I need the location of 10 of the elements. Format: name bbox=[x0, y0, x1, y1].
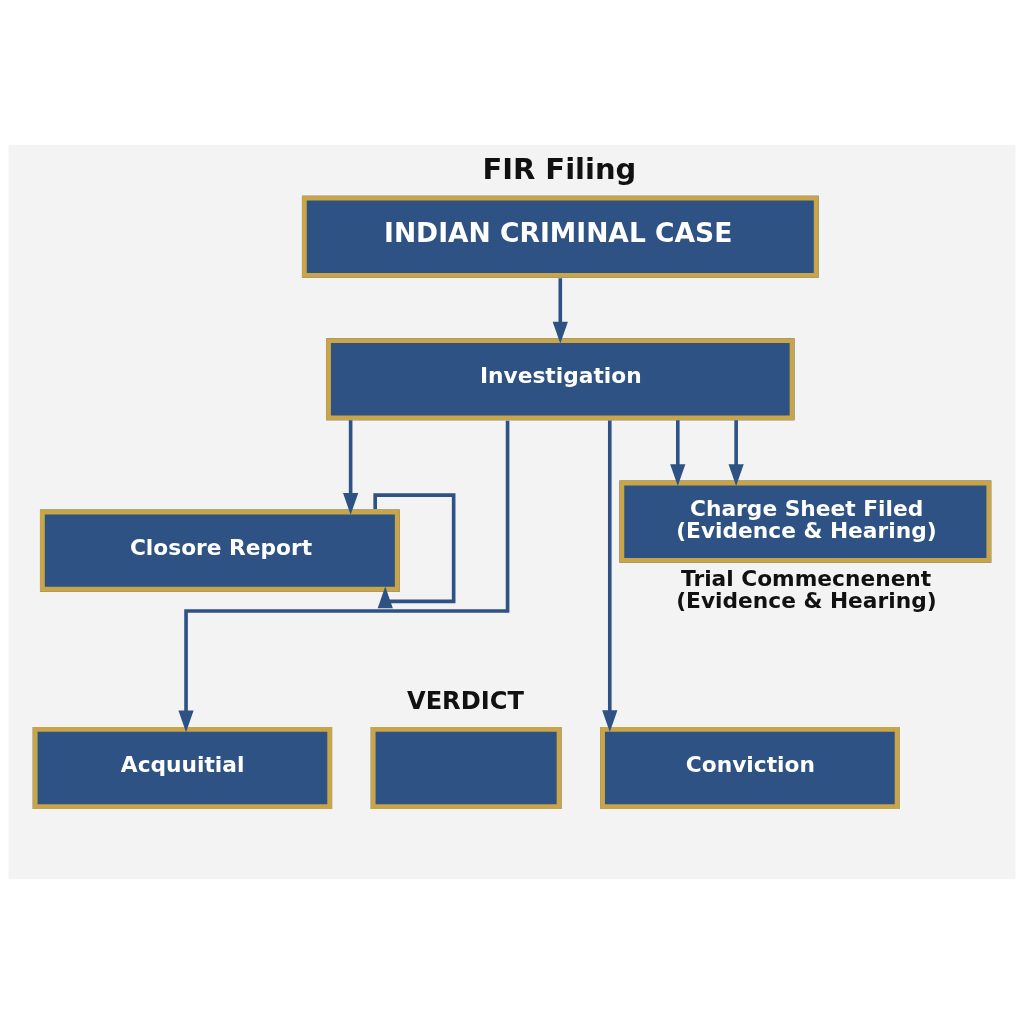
node-label: FIR Filing bbox=[482, 152, 637, 187]
arrow bbox=[343, 420, 359, 515]
node-label: Trial Commecnenent (Evidence & Hearing) bbox=[676, 566, 937, 613]
arrow bbox=[728, 420, 744, 486]
arrow bbox=[602, 420, 618, 733]
arrow bbox=[552, 278, 568, 344]
arrow bbox=[373, 493, 456, 609]
arrow bbox=[670, 420, 686, 486]
node-label: VERDICT bbox=[406, 686, 524, 715]
arrow bbox=[178, 420, 510, 733]
